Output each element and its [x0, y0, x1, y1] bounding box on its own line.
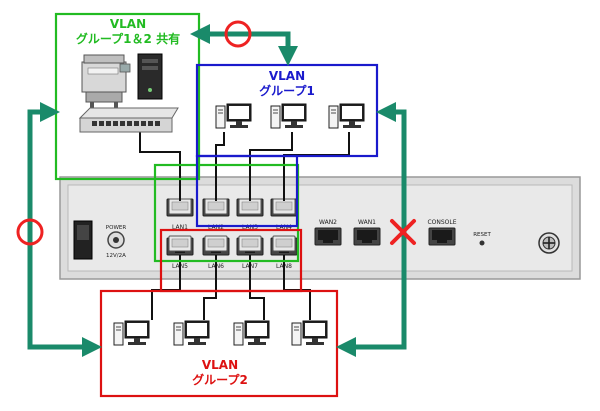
lan-label-4: LAN4	[276, 224, 292, 231]
lan-label-2: LAN2	[208, 224, 224, 231]
lan-label-3: LAN3	[242, 224, 258, 231]
lan-label-1: LAN1	[172, 224, 188, 231]
reset-label: RESET	[473, 232, 491, 238]
shared-group-subtitle: グループ1＆2 共有	[76, 31, 180, 46]
network-switch-icon	[78, 107, 179, 133]
wan1-port[interactable]	[353, 227, 381, 246]
group2-box-upper	[159, 228, 303, 293]
arrow-shared-group2	[27, 102, 102, 357]
group2-pc-1-icon	[113, 320, 150, 346]
group1-title: VLAN	[269, 69, 305, 83]
shared-group-title: VLAN	[110, 17, 146, 31]
server-icon	[137, 53, 163, 100]
group2-pc-2-icon	[173, 320, 210, 346]
reset-button[interactable]	[479, 240, 485, 246]
power-jack	[107, 231, 125, 249]
group2-subtitle: グループ2	[192, 372, 248, 387]
console-port[interactable]	[428, 227, 456, 246]
cross-mark-icon	[390, 219, 416, 245]
circle-mark-icon	[224, 20, 252, 48]
group1-box-lower	[195, 154, 299, 228]
wan1-label: WAN1	[358, 219, 376, 226]
ground-screw-icon	[538, 232, 560, 254]
group1-pc-1-icon	[215, 103, 252, 129]
circle-mark-icon	[16, 218, 44, 246]
wan2-label: WAN2	[319, 219, 337, 226]
copier-icon	[81, 54, 131, 108]
group2-title: VLAN	[202, 358, 238, 372]
group2-pc-3-icon	[233, 320, 270, 346]
group2-pc-4-icon	[291, 320, 328, 346]
power-label: POWER	[106, 225, 127, 231]
wan2-port[interactable]	[314, 227, 342, 246]
group1-pc-2-icon	[270, 103, 307, 129]
arrow-shared-group1	[190, 24, 298, 66]
group1-subtitle: グループ1	[259, 83, 315, 98]
group1-pc-3-icon	[328, 103, 365, 129]
shared-group-box	[54, 12, 201, 181]
power-switch[interactable]	[73, 220, 93, 260]
console-label: CONSOLE	[427, 219, 456, 226]
router-panel	[59, 176, 581, 280]
power-rating-label: 12V/2A	[106, 253, 126, 259]
